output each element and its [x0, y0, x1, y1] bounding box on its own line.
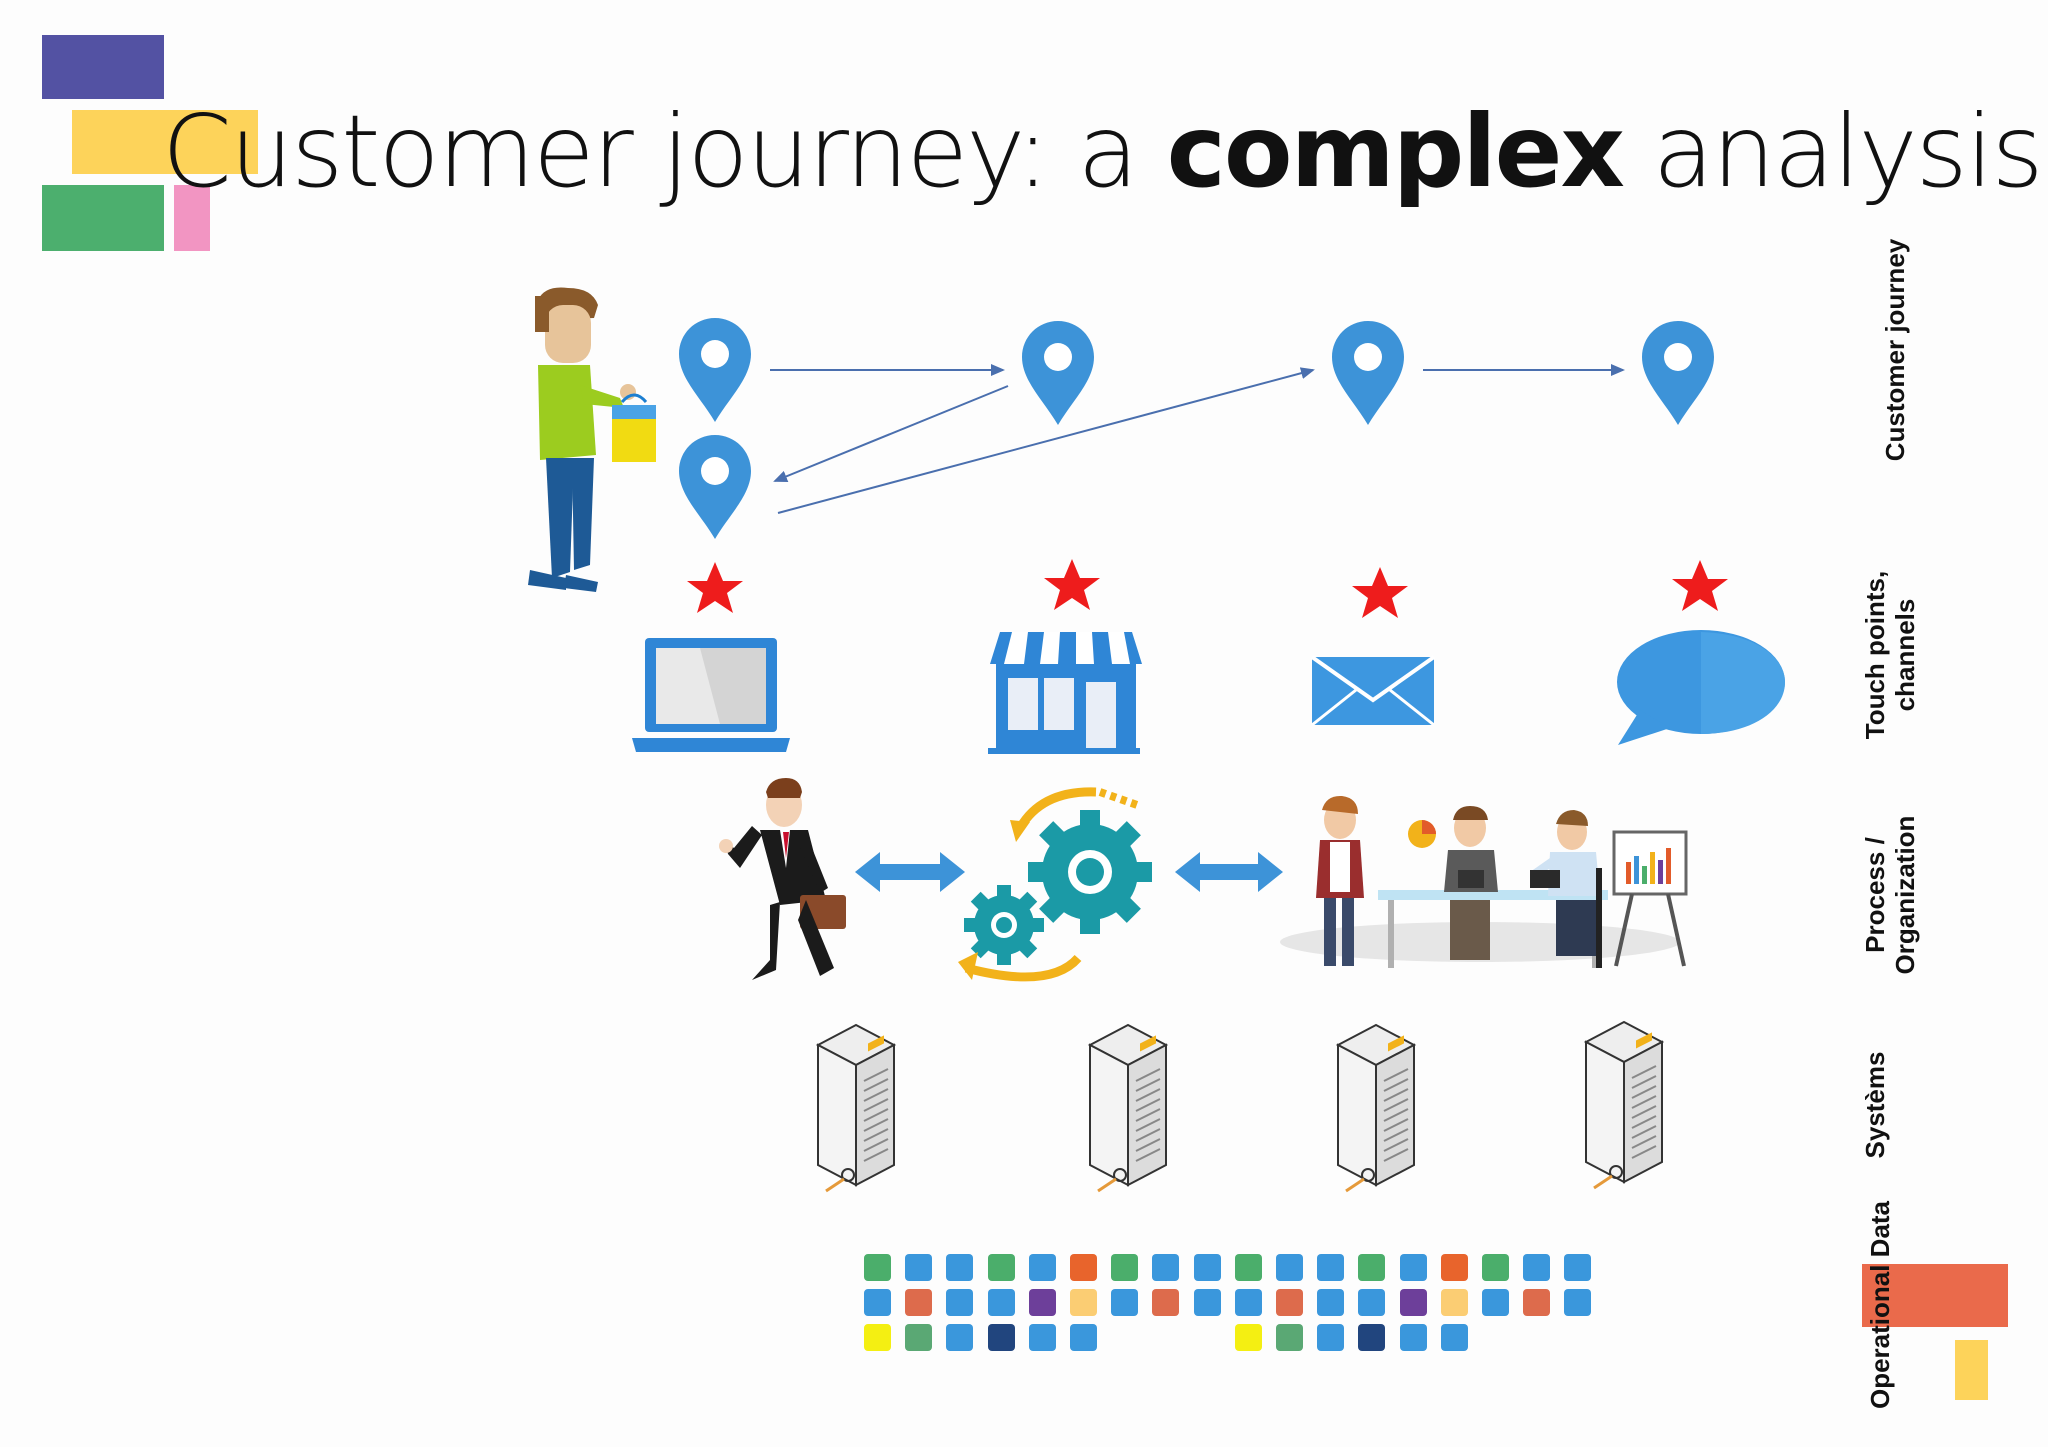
- deco-block-yellow: [72, 110, 258, 174]
- data-square: [905, 1324, 932, 1351]
- data-square: [1235, 1324, 1262, 1351]
- bidirectional-arrow-1-icon: [855, 852, 965, 892]
- data-square: [1070, 1254, 1097, 1281]
- server-1-icon: [816, 1023, 896, 1193]
- customer-figure-icon: [528, 287, 656, 592]
- journey-pin-1-icon: [679, 318, 751, 422]
- businessman-icon: [719, 778, 846, 980]
- data-square: [905, 1289, 932, 1316]
- deco-block-purple: [42, 35, 164, 99]
- data-square: [1194, 1254, 1221, 1281]
- data-square: [1111, 1254, 1138, 1281]
- data-square: [946, 1289, 973, 1316]
- data-square: [1029, 1289, 1056, 1316]
- touchpoint-star-3-icon: [1352, 567, 1408, 618]
- data-square: [1564, 1254, 1591, 1281]
- deco-block-red: [1862, 1264, 2008, 1327]
- data-square: [1317, 1289, 1344, 1316]
- data-square: [1523, 1254, 1550, 1281]
- data-square: [905, 1254, 932, 1281]
- store-icon: [988, 632, 1142, 754]
- data-square: [1029, 1254, 1056, 1281]
- data-square: [1358, 1289, 1385, 1316]
- journey-pin-4-icon: [1332, 321, 1404, 425]
- touchpoint-star-1-icon: [687, 562, 743, 613]
- data-square: [1194, 1289, 1221, 1316]
- data-square: [1276, 1289, 1303, 1316]
- data-square: [1523, 1289, 1550, 1316]
- journey-pin-2-icon: [679, 435, 751, 539]
- data-square: [1070, 1289, 1097, 1316]
- arrow-pin2-to-pin4: [777, 367, 1315, 514]
- data-square: [864, 1254, 891, 1281]
- data-square: [1152, 1289, 1179, 1316]
- data-square: [1235, 1289, 1262, 1316]
- data-square: [864, 1289, 891, 1316]
- data-square: [1400, 1324, 1427, 1351]
- data-square: [988, 1254, 1015, 1281]
- server-2-icon: [1088, 1023, 1168, 1193]
- journey-pin-5-icon: [1642, 321, 1714, 425]
- data-square: [988, 1289, 1015, 1316]
- data-square: [1317, 1324, 1344, 1351]
- meeting-team-icon: [1280, 795, 1688, 968]
- data-square: [1441, 1254, 1468, 1281]
- deco-block-pink: [174, 185, 210, 251]
- data-square: [1235, 1254, 1262, 1281]
- server-4-icon: [1584, 1020, 1664, 1190]
- data-square: [1029, 1324, 1056, 1351]
- speech-bubble-icon: [1617, 630, 1785, 745]
- data-square: [1358, 1254, 1385, 1281]
- data-square: [946, 1324, 973, 1351]
- data-square: [1400, 1254, 1427, 1281]
- data-square: [1317, 1254, 1344, 1281]
- journey-arrows: [770, 364, 1625, 514]
- data-square: [1111, 1289, 1138, 1316]
- page-title: Customer journey: a complex analysis: [162, 92, 2044, 212]
- data-square: [1358, 1324, 1385, 1351]
- data-square: [1276, 1254, 1303, 1281]
- data-square: [1400, 1289, 1427, 1316]
- title-part2: analysis: [1622, 93, 2044, 210]
- data-square: [946, 1254, 973, 1281]
- data-square: [1564, 1289, 1591, 1316]
- data-square: [1441, 1324, 1468, 1351]
- data-square: [1482, 1254, 1509, 1281]
- data-square: [988, 1324, 1015, 1351]
- title-part1: Customer journey: a: [162, 93, 1167, 210]
- touchpoint-star-4-icon: [1672, 560, 1728, 611]
- title-bold: complex: [1166, 93, 1625, 210]
- data-square: [1152, 1254, 1179, 1281]
- data-square: [1070, 1324, 1097, 1351]
- data-square: [864, 1324, 891, 1351]
- arrow-pin3-to-pin2: [773, 385, 1009, 483]
- bidirectional-arrow-2-icon: [1175, 852, 1283, 892]
- touchpoint-star-2-icon: [1044, 559, 1100, 610]
- data-square: [1482, 1289, 1509, 1316]
- laptop-icon: [632, 638, 790, 752]
- data-square: [1441, 1289, 1468, 1316]
- data-square: [1276, 1324, 1303, 1351]
- server-3-icon: [1336, 1023, 1416, 1193]
- deco-block-green: [42, 185, 164, 251]
- journey-pin-3-icon: [1022, 321, 1094, 425]
- gears-icon: [958, 787, 1152, 982]
- deco-block-yellow-small: [1955, 1340, 1988, 1400]
- envelope-icon: [1310, 655, 1436, 727]
